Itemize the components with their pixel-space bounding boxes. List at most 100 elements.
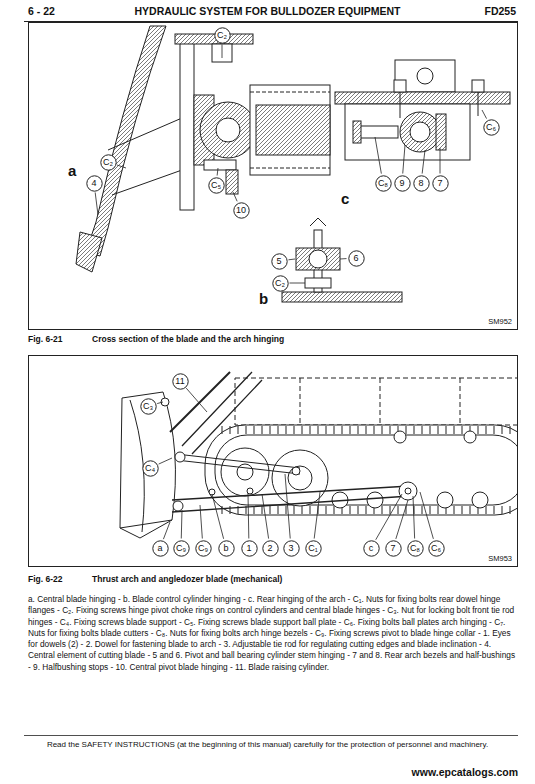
page-number: 6 - 22 [28,5,55,18]
dozer-drawing [302,426,303,434]
callout-ring [214,27,229,42]
dozer-drawing [478,426,479,434]
leader-line [181,510,183,539]
callout-circle: C₂ [214,27,231,44]
callout-ring [140,398,155,413]
figure-frame: SM952C₂C₂4C₅10C₆C₈98756C₂ [28,22,518,330]
leader-line [159,458,172,464]
view-letter: b [257,290,270,308]
dozer-drawing [246,426,247,434]
dozer-drawing [326,506,327,514]
callout-ring [483,119,498,134]
dozer-drawing [230,426,231,434]
leader-line [117,165,126,168]
dozer-drawing [350,426,351,434]
callout-ring [375,175,390,190]
section-drawing [76,232,102,272]
dozer-drawing [221,448,269,496]
callout-number: 9 [394,175,411,192]
leader-line [262,494,269,539]
legend-paragraph: a. Central blade hinging - b. Blade cont… [28,594,518,673]
figure-number: Fig. 6-22 [28,574,62,584]
callout-number: c [363,540,380,557]
callout-number: 7 [385,540,402,557]
callout-circle: 5 [271,253,288,270]
dozer-drawing [334,506,335,514]
section-drawing [400,92,401,118]
dozer-drawing [235,378,517,425]
callout-circle: 1 [241,540,258,557]
dozer-drawing [262,426,263,434]
dozer-drawing [470,506,471,514]
callout-number: 3 [283,540,300,557]
dozer-drawing [437,492,453,508]
callout-circle: 2 [262,540,279,557]
leader-line [233,192,237,201]
section-drawing [472,80,484,92]
dozer-drawing [430,426,431,434]
leader-line [95,192,98,215]
section-drawing [76,26,510,302]
callout-circle: C₅ [208,177,225,194]
section-drawing [305,278,331,288]
dozer-drawing [494,426,495,434]
callout-circle: C₁ [305,540,322,557]
figure-frame: SM95311C₃C₄aC₉C₉b123C₁c7C₈C₆ [28,355,518,567]
callout-circle: 10 [233,202,250,219]
dozer-drawing [318,426,319,434]
section-drawing [250,92,330,168]
dozer-drawing [222,426,223,434]
leader-line [222,45,223,59]
section-drawing [310,218,326,226]
dozer-drawing [422,506,423,514]
dozer-drawing [270,426,271,434]
callout-number: 10 [233,202,250,219]
leader-line [248,493,250,539]
leader-line [163,522,170,539]
callout-circle: 4 [86,175,103,192]
section-drawing [250,85,330,175]
callout-ring [348,250,363,265]
dozer-drawing [326,426,327,434]
leader-line [186,388,207,412]
section-drawing [309,250,327,268]
dozer-drawing [176,454,300,474]
callout-ring [432,175,447,190]
callout-circle: 6 [348,250,365,267]
callout-circle: c [363,540,380,557]
dozer-drawing [286,506,287,514]
watermark: www.epcatalogs.com [390,766,518,779]
leader-line [212,494,224,539]
dozer-drawing [382,426,383,434]
dozer-drawing [502,426,503,434]
section-drawing [478,92,479,116]
dozer-drawing [310,506,311,514]
section-drawing [180,40,194,210]
leader-line [217,168,219,176]
dozer-drawing [462,506,463,514]
callout-ring [363,540,378,555]
dozer-drawing [438,426,439,434]
leader-line [440,148,441,174]
callout-number: C₃ [140,398,157,415]
callout-number: C₉ [173,540,190,557]
callout-ring [413,175,428,190]
callout-circle: C₈ [407,540,424,557]
figure-caption: Cross section of the blade and the arch … [92,334,284,344]
dozer-drawing [278,506,279,514]
dozer-drawing [502,506,503,514]
dozer-drawing [486,506,487,514]
callout-number: 1 [241,540,258,557]
callout-ring [305,540,320,555]
view-letter: c [339,190,351,208]
dozer-drawing [382,506,383,514]
callout-circle: C₉ [195,540,212,557]
dozer-drawing [350,506,351,514]
dozer-drawing [366,506,367,514]
dozer-drawing [358,506,359,514]
dozer-drawing [300,378,301,425]
dozer-drawing [302,506,303,514]
dozer-drawing [374,426,375,434]
callout-circle: 7 [432,175,449,192]
section-drawing [256,105,330,155]
